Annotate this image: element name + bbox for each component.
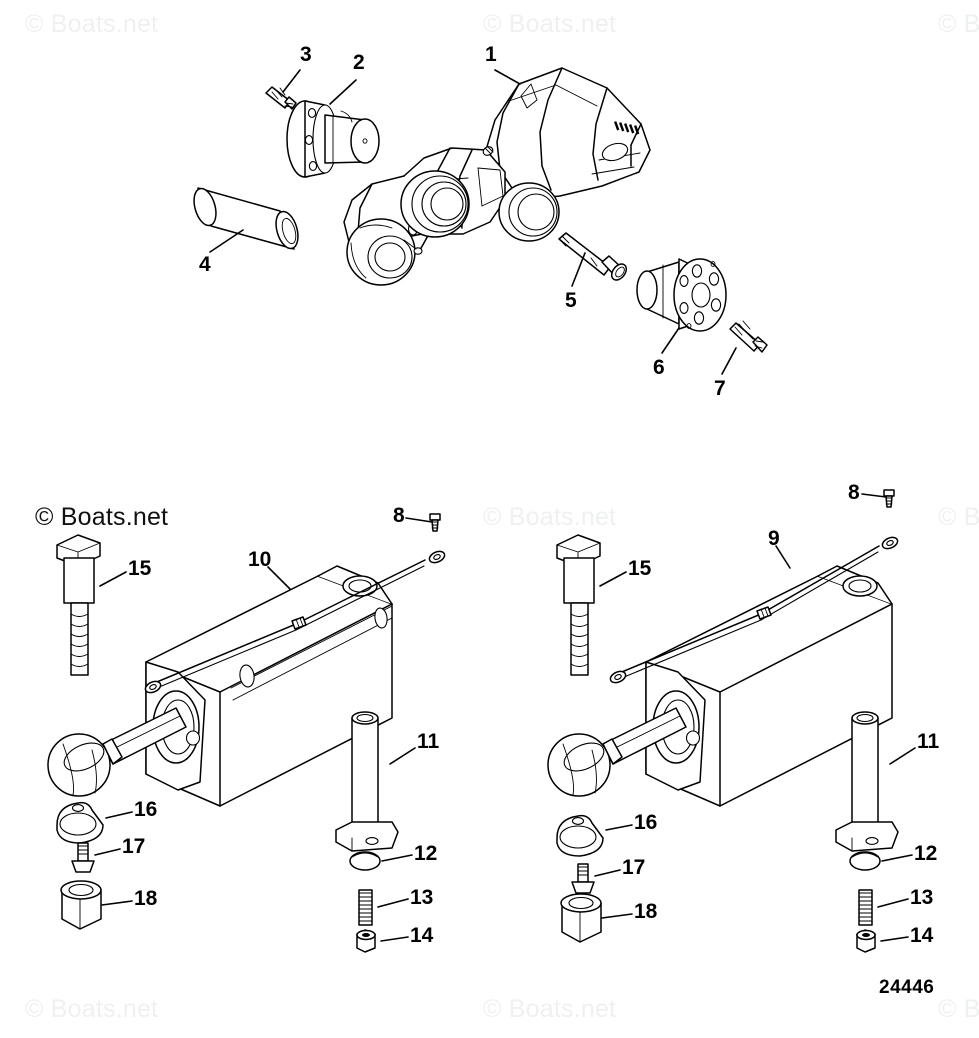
callout-16-left: 16 — [134, 798, 158, 821]
part-17-left-screw — [71, 842, 95, 873]
callout-15-right: 15 — [628, 557, 652, 580]
part-14-left-lock-nut — [356, 929, 376, 953]
part-10-left-cylinder-body — [47, 565, 393, 807]
watermark-dark-mid-left: © Boats.net — [35, 503, 169, 531]
callout-17-left: 17 — [122, 835, 146, 858]
part-11-right-pin — [835, 711, 899, 852]
callout-8-right: 8 — [848, 481, 860, 504]
part-18-left-nut — [60, 880, 102, 930]
callout-leader-lines — [94, 69, 916, 942]
part-11-left-pin — [335, 711, 399, 852]
part-12-left-washer — [349, 851, 381, 871]
part-10-hose-line — [144, 550, 446, 694]
callout-14-right: 14 — [910, 924, 934, 947]
callout-18-right: 18 — [634, 900, 658, 923]
callout-5: 5 — [565, 289, 577, 312]
part-17-right-screw — [571, 863, 595, 894]
callout-11-right: 11 — [917, 730, 940, 753]
callout-12-left: 12 — [414, 842, 438, 865]
callout-18-left: 18 — [134, 887, 158, 910]
callout-16-right: 16 — [634, 811, 658, 834]
callout-3: 3 — [300, 43, 312, 66]
part-4-sleeve — [193, 187, 299, 250]
callout-4: 4 — [199, 253, 211, 276]
part-9-right-cylinder-body — [547, 565, 893, 807]
part-14-right-lock-nut — [856, 929, 876, 953]
part-2-flange-coupler — [286, 100, 380, 178]
part-9-hose-line — [609, 536, 899, 684]
part-13-right-spring-pin — [858, 889, 873, 926]
part-8-left-screw — [429, 513, 441, 532]
diagram-id-label: 24446 — [879, 977, 935, 998]
callout-1: 1 — [485, 43, 497, 66]
callout-12-right: 12 — [914, 842, 938, 865]
part-6-hub-flange — [636, 258, 727, 332]
callout-8-left: 8 — [393, 504, 405, 527]
part-12-right-washer — [849, 851, 881, 871]
part-16-left-seat-washer — [56, 801, 104, 844]
part-16-right-seat-washer — [556, 814, 604, 857]
callout-7: 7 — [714, 377, 726, 400]
part-1-actuator-housing — [343, 67, 651, 286]
part-18-right-nut — [560, 893, 602, 943]
part-15-right-hex-bolt — [556, 534, 601, 676]
part-5-pivot-pin — [558, 232, 628, 281]
callout-9: 9 — [768, 527, 780, 550]
callout-17-right: 17 — [622, 856, 646, 879]
callout-15-left: 15 — [128, 557, 152, 580]
part-3-set-screw — [265, 86, 297, 110]
callout-13-right: 13 — [910, 886, 934, 909]
callout-6: 6 — [653, 356, 665, 379]
part-8-right-screw — [883, 489, 895, 508]
callout-10: 10 — [248, 548, 272, 571]
part-7-bolt — [729, 320, 768, 353]
callout-11-left: 11 — [417, 730, 440, 753]
part-13-left-spring-pin — [358, 889, 373, 926]
callout-13-left: 13 — [410, 886, 434, 909]
part-15-left-hex-bolt — [56, 534, 101, 676]
callout-14-left: 14 — [410, 924, 434, 947]
callout-2: 2 — [353, 51, 365, 74]
